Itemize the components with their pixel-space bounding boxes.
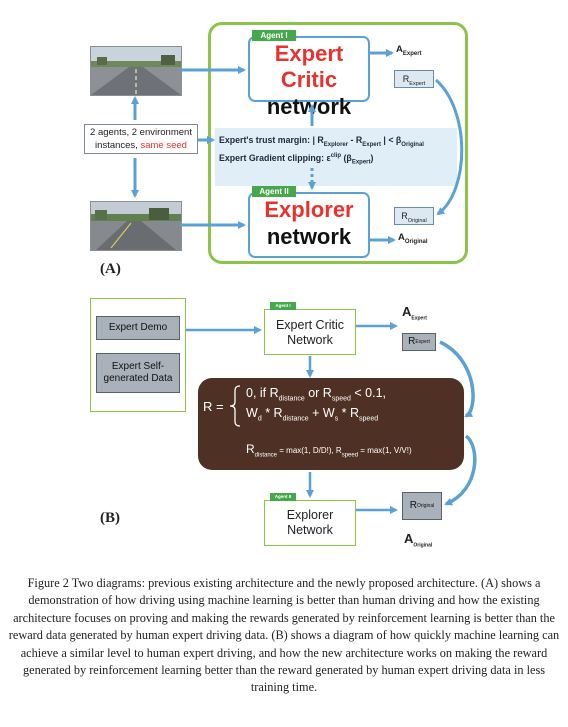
expert-critic-network-box: Expert Critic network [248, 36, 370, 119]
formula-definitions: Rdistance = max(1, D/D!), Rspeed = max(1… [246, 442, 412, 459]
explorer-network-box: Explorer network [248, 192, 370, 258]
diagram-a-arrows [131, 49, 464, 244]
trust-margin-panel [215, 128, 457, 186]
action-expert-label-a: AExpert [396, 44, 422, 57]
driving-scene-image-top [90, 46, 182, 96]
driving-scene-image-bottom [90, 201, 182, 251]
expert-self-generated-data-box: Expert Self-generated Data [96, 353, 180, 393]
diagram-b-arrows [186, 322, 477, 514]
agent-i-tag: Agent I [252, 30, 296, 41]
explorer-network-box-b: Explorer Network [264, 500, 356, 546]
loop-arrow-icon [439, 340, 475, 418]
expert-critic-network-box-b: Expert Critic Network [264, 309, 356, 355]
explorer-title: Explorer [264, 197, 354, 222]
env-instances-label: 2 agents, 2 environment instances, same … [84, 124, 198, 154]
trust-margin-text: Expert's trust margin: | RExplorer - REx… [219, 135, 424, 148]
action-original-label-b: AOriginal [404, 531, 433, 549]
reward-expert-box-a: RExpert [394, 70, 434, 88]
reward-original-box-a: ROriginal [394, 207, 434, 225]
panel-label-b: (B) [100, 510, 120, 526]
agent-i-tag-b: Agent I [270, 302, 296, 310]
agent-ii-tag-b: Agent II [270, 493, 296, 501]
explorer-network-subtitle: network [266, 224, 352, 249]
formula-case-1: 0, if Rdistance or Rspeed < 0.1, [246, 386, 387, 403]
formula-brace [229, 385, 241, 427]
loop-arrow-icon [435, 78, 464, 216]
expert-critic-title: Expert Critic [274, 41, 344, 92]
gradient-clipping-text: Expert Gradient clipping: εclip (βExpert… [219, 152, 374, 166]
formula-case-2: Wd * Rdistance + Ws * Rspeed [246, 406, 379, 423]
expert-demo-box: Expert Demo [96, 316, 180, 340]
action-expert-label-b: AExpert [402, 304, 427, 322]
reward-formula-box [198, 378, 464, 470]
agent-ii-tag: Agent II [252, 186, 296, 197]
action-original-label-a: AOriginal [398, 232, 428, 245]
formula-lhs: R = [203, 399, 224, 414]
loop-arrow-icon [444, 434, 477, 506]
panel-label-a: (A) [100, 261, 121, 277]
figure-caption: Figure 2 Two diagrams: previous existing… [8, 576, 560, 695]
